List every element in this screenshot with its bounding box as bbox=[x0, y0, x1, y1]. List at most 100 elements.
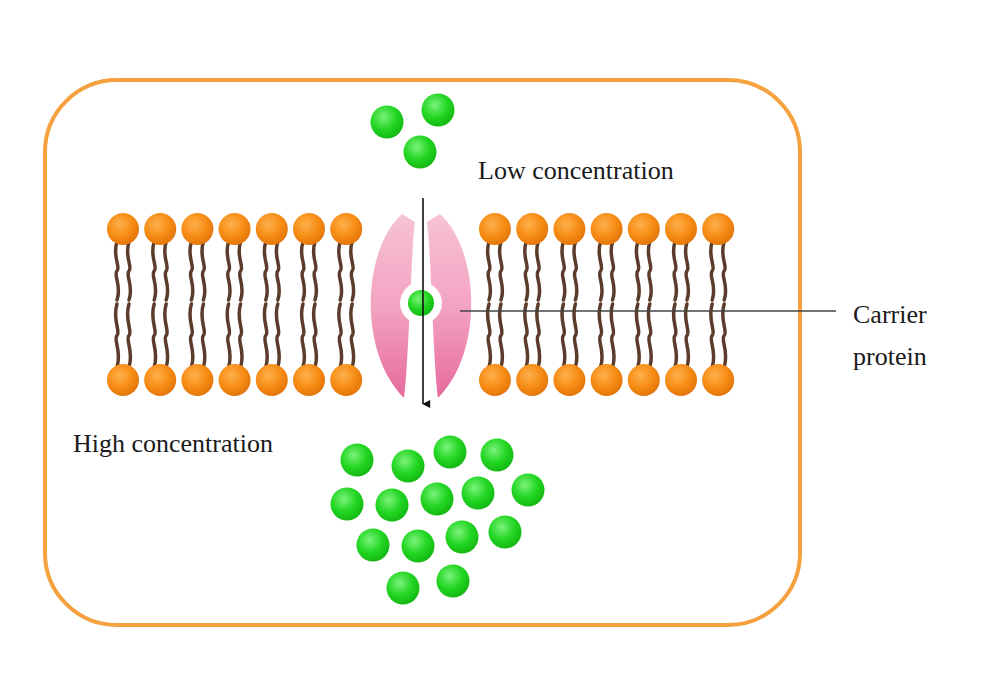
lipid-tail bbox=[351, 242, 354, 300]
solute-molecule bbox=[446, 521, 479, 554]
lipid-tail bbox=[301, 304, 304, 367]
lipid-tail bbox=[636, 242, 639, 300]
lipid-head bbox=[219, 364, 251, 396]
solute-molecule bbox=[331, 488, 364, 521]
lipid-head bbox=[144, 213, 176, 245]
solute-molecule bbox=[371, 106, 404, 139]
lipid-head bbox=[702, 213, 734, 245]
solute-molecule bbox=[387, 572, 420, 605]
solute-molecule bbox=[392, 450, 425, 483]
lipid-tail bbox=[239, 242, 242, 300]
phospholipid bbox=[591, 304, 623, 396]
phospholipid bbox=[702, 304, 734, 396]
lipid-head bbox=[628, 213, 660, 245]
lipid-head bbox=[516, 364, 548, 396]
lipid-tail bbox=[165, 304, 168, 367]
phospholipid bbox=[665, 213, 697, 300]
lipid-head bbox=[591, 364, 623, 396]
lipid-tail bbox=[487, 242, 490, 300]
lipid-tail bbox=[648, 242, 651, 300]
phospholipid bbox=[479, 304, 511, 396]
lipid-head bbox=[591, 213, 623, 245]
phospholipid bbox=[256, 213, 288, 300]
binding-site bbox=[400, 282, 442, 324]
lipid-tail bbox=[537, 242, 540, 300]
lipid-tail bbox=[574, 242, 577, 300]
phospholipid-bilayer bbox=[107, 213, 734, 396]
lipid-tail bbox=[227, 304, 230, 367]
lipid-tail bbox=[711, 242, 714, 300]
lipid-tail bbox=[562, 304, 565, 367]
lipid-tail bbox=[499, 242, 502, 300]
solute-molecule bbox=[481, 439, 514, 472]
lipid-tail bbox=[562, 242, 565, 300]
lipid-head bbox=[181, 364, 213, 396]
lipid-tail bbox=[165, 242, 168, 300]
solute-molecule bbox=[376, 489, 409, 522]
phospholipid bbox=[479, 213, 511, 300]
phospholipid bbox=[144, 304, 176, 396]
lipid-tail bbox=[723, 242, 726, 300]
phospholipid bbox=[219, 213, 251, 300]
lipid-tail bbox=[190, 242, 193, 300]
lipid-head bbox=[330, 364, 362, 396]
solute-molecule bbox=[512, 474, 545, 507]
lipid-tail bbox=[537, 304, 540, 367]
solute-molecule bbox=[402, 530, 435, 563]
lipid-tail bbox=[648, 304, 651, 367]
solute-molecule bbox=[434, 436, 467, 469]
lipid-head bbox=[219, 213, 251, 245]
lipid-tail bbox=[599, 304, 602, 367]
lipid-tail bbox=[499, 304, 502, 367]
lipid-head bbox=[665, 364, 697, 396]
lipid-tail bbox=[673, 304, 676, 367]
lipid-head bbox=[479, 213, 511, 245]
phospholipid bbox=[665, 304, 697, 396]
lipid-head bbox=[516, 213, 548, 245]
lipid-tail bbox=[525, 304, 528, 367]
concentration-label: High concentration bbox=[73, 427, 273, 461]
lipid-tail bbox=[276, 304, 279, 367]
phospholipid bbox=[702, 213, 734, 300]
phospholipid bbox=[219, 304, 251, 396]
lipid-tail bbox=[487, 304, 490, 367]
lipid-tail bbox=[115, 242, 118, 300]
phospholipid bbox=[256, 304, 288, 396]
lipid-head bbox=[665, 213, 697, 245]
lipid-tail bbox=[673, 242, 676, 300]
lipid-tail bbox=[202, 304, 205, 367]
leader-line bbox=[460, 310, 836, 311]
lipid-head bbox=[553, 213, 585, 245]
lipid-head bbox=[330, 213, 362, 245]
carrier-protein bbox=[371, 214, 472, 398]
lipid-head bbox=[628, 364, 660, 396]
lipid-tail bbox=[115, 304, 118, 367]
lipid-tail bbox=[190, 304, 193, 367]
phospholipid bbox=[628, 213, 660, 300]
lipid-tail bbox=[574, 304, 577, 367]
phospholipid bbox=[591, 213, 623, 300]
solute-molecule bbox=[404, 136, 437, 169]
lipid-tail bbox=[313, 304, 316, 367]
lipid-tail bbox=[339, 242, 342, 300]
lipid-head bbox=[479, 364, 511, 396]
transport-arrow bbox=[422, 198, 424, 404]
lipid-head bbox=[553, 364, 585, 396]
lipid-tail bbox=[153, 304, 156, 367]
phospholipid bbox=[553, 304, 585, 396]
solute-molecule bbox=[421, 483, 454, 516]
solute-molecule bbox=[437, 565, 470, 598]
phospholipid bbox=[144, 213, 176, 300]
cell-boundary bbox=[45, 80, 800, 625]
phospholipid bbox=[553, 213, 585, 300]
phospholipid bbox=[107, 304, 139, 396]
phospholipid bbox=[330, 213, 362, 300]
lipid-head bbox=[256, 213, 288, 245]
lipid-tail bbox=[611, 304, 614, 367]
phospholipid bbox=[330, 304, 362, 396]
lipid-tail bbox=[127, 242, 130, 300]
lipid-tail bbox=[599, 242, 602, 300]
lipid-tail bbox=[239, 304, 242, 367]
